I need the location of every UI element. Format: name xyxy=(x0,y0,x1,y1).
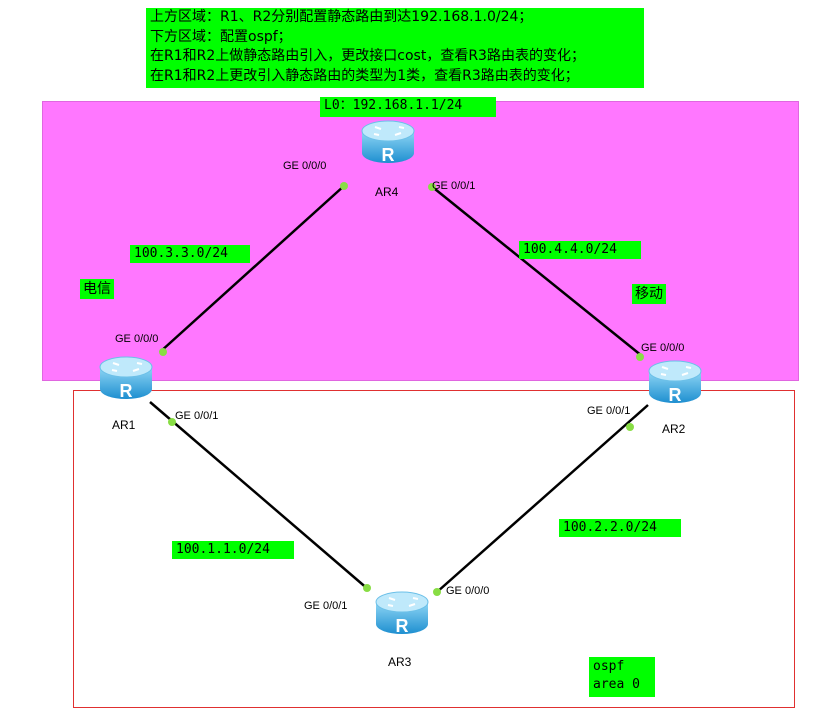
subnet-label-ar2-ar3: 100.2.2.0/24 xyxy=(559,519,681,537)
ospf-area-line: area 0 xyxy=(593,677,640,692)
port-label-ar3-right: GE 0/0/0 xyxy=(446,585,490,597)
bottom-ospf-region xyxy=(73,390,795,708)
subnet-label-ar1-ar4: 100.3.3.0/24 xyxy=(130,245,250,263)
link-ar2-ar3 xyxy=(436,404,649,593)
port-dot-ar4-right xyxy=(428,183,436,191)
router-ar2[interactable]: R xyxy=(646,357,704,407)
port-dot-ar1-bottom xyxy=(168,418,176,426)
port-dot-ar3-left xyxy=(363,584,371,592)
router-icon: R xyxy=(99,356,153,401)
router-ar4[interactable]: R xyxy=(359,117,417,167)
port-label-ar4-right: GE 0/0/1 xyxy=(432,180,476,192)
port-dot-ar1-top xyxy=(159,348,167,356)
loopback-label: L0：192.168.1.1/24 xyxy=(320,97,496,117)
router-icon: R xyxy=(648,360,702,405)
top-static-route-region xyxy=(42,101,799,381)
svg-text:R: R xyxy=(382,145,395,165)
svg-text:R: R xyxy=(669,385,682,405)
svg-text:R: R xyxy=(396,616,409,636)
link-ar1-ar3 xyxy=(149,401,370,591)
port-label-ar1-bottom: GE 0/0/1 xyxy=(175,410,219,422)
port-label-ar4-left: GE 0/0/0 xyxy=(283,160,327,172)
router-ar3[interactable]: R xyxy=(373,588,431,638)
router-name-ar4: AR4 xyxy=(375,185,399,199)
port-label-ar2-top: GE 0/0/0 xyxy=(641,342,685,354)
router-name-ar2: AR2 xyxy=(662,422,686,436)
router-ar1[interactable]: R xyxy=(97,353,155,403)
note-line: 在R1和R2上更改引入静态路由的类型为1类，查看R3路由表的变化； xyxy=(150,67,579,84)
port-dot-ar4-left xyxy=(340,182,348,190)
isp-label-right: 移动 xyxy=(632,284,666,304)
link-ar1-ar4 xyxy=(159,184,346,353)
link-ar4-ar2 xyxy=(429,184,643,357)
note-line: 下方区域：配置ospf； xyxy=(150,28,292,45)
port-label-ar2-bottom: GE 0/0/1 xyxy=(587,405,631,417)
router-icon: R xyxy=(375,591,429,636)
note-line: 上方区域：R1、R2分别配置静态路由到达192.168.1.0/24； xyxy=(150,9,533,25)
router-name-ar1: AR1 xyxy=(112,418,136,432)
subnet-label-ar1-ar3: 100.1.1.0/24 xyxy=(172,541,294,559)
isp-label-left: 电信 xyxy=(80,279,114,299)
svg-text:R: R xyxy=(120,381,133,401)
port-label-ar3-left: GE 0/0/1 xyxy=(304,600,348,612)
port-dot-ar2-bottom xyxy=(626,423,634,431)
router-icon: R xyxy=(361,120,415,165)
note-line: 在R1和R2上做静态路由引入，更改接口cost，查看R3路由表的变化； xyxy=(150,48,585,64)
port-dot-ar2-top xyxy=(636,353,644,361)
task-notes: 上方区域：R1、R2分别配置静态路由到达192.168.1.0/24； 下方区域… xyxy=(146,8,644,88)
ospf-area-label: ospf area 0 xyxy=(589,657,655,697)
ospf-area-line: ospf xyxy=(593,659,625,674)
port-dot-ar3-right xyxy=(433,588,441,596)
router-name-ar3: AR3 xyxy=(388,655,412,669)
port-label-ar1-top: GE 0/0/0 xyxy=(115,333,159,345)
subnet-label-ar2-ar4: 100.4.4.0/24 xyxy=(519,241,641,259)
